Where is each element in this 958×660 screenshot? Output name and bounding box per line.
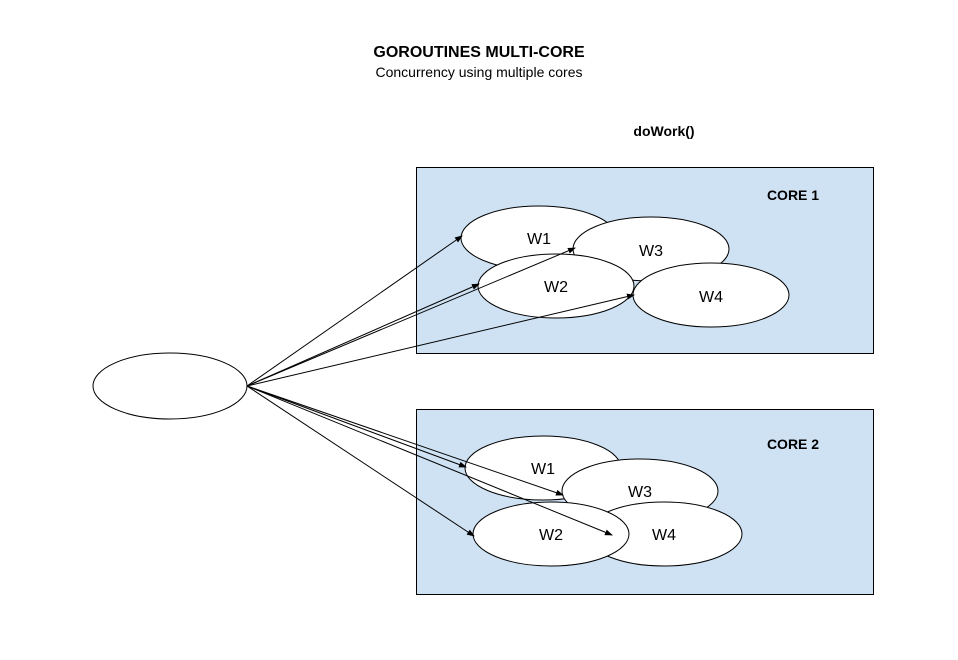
core-1-label: CORE 1	[767, 187, 819, 203]
worker-label: W4	[699, 289, 723, 306]
worker-label: W2	[544, 279, 568, 296]
core-2-worker-w4: W4	[585, 501, 743, 567]
diagram-title: GOROUTINES MULTI-CORE	[373, 44, 585, 61]
arrow-to-core2-w3	[246, 385, 564, 496]
core-1-workers: W1 W3 W2 W4	[460, 205, 790, 328]
core-1-worker-w2: W2	[477, 253, 635, 319]
worker-label: W3	[628, 484, 652, 501]
arrow-to-core2-w2	[246, 385, 475, 537]
arrow-to-core2-w4	[246, 385, 613, 536]
dispatch-arrows	[246, 235, 635, 537]
core-2-worker-w2: W2	[472, 501, 630, 567]
core-1-worker-w4: W4	[632, 262, 790, 328]
worker-label: W3	[639, 243, 663, 260]
function-label: doWork()	[633, 123, 694, 139]
arrow-to-core1-w3	[246, 247, 576, 387]
worker-label: W1	[531, 461, 555, 478]
main-goroutine-node	[92, 352, 248, 420]
arrow-to-core1-w1	[246, 235, 463, 387]
worker-label: W4	[652, 527, 676, 544]
worker-label: W2	[539, 527, 563, 544]
arrow-to-core2-w1	[246, 385, 467, 468]
arrow-to-core1-w4	[246, 293, 635, 387]
arrow-to-core1-w2	[246, 283, 480, 387]
core-2-label: CORE 2	[767, 436, 819, 452]
core-2-workers: W1 W3 W4 W2	[464, 435, 743, 567]
diagram-subtitle: Concurrency using multiple cores	[376, 64, 583, 80]
worker-label: W1	[527, 231, 551, 248]
